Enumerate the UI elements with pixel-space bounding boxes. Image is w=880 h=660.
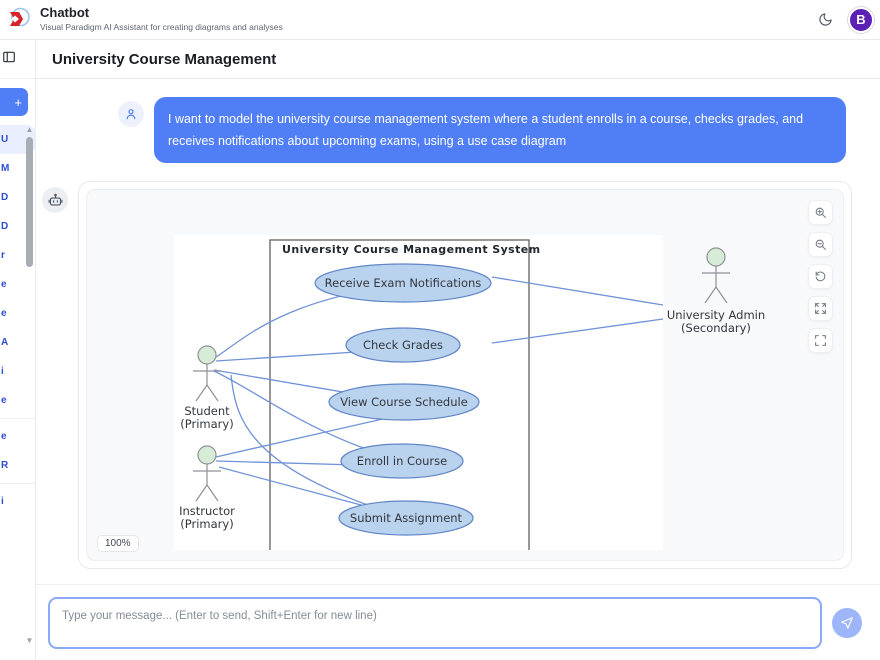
fit-screen-icon[interactable] (808, 296, 833, 321)
actor-university-admin[interactable]: University Admin (Secondary) (630, 235, 820, 365)
use-case-label-uc4: Enroll in Course (357, 454, 447, 468)
message-input[interactable] (48, 596, 822, 649)
sidebar-item-label: e (1, 431, 7, 442)
brand-title: Chatbot (40, 5, 90, 20)
sidebar-divider (0, 418, 35, 419)
use-case-uc4[interactable] (340, 443, 464, 479)
main-panel: University Course Management I want to m… (36, 40, 880, 660)
diagram-canvas[interactable]: University Course Management System (86, 189, 844, 561)
sidebar: + U M D D r e e A i e e R i ▲ ▼ (0, 40, 36, 660)
use-case-label-uc1: Receive Exam Notifications (325, 276, 482, 290)
avatar[interactable]: B (848, 6, 874, 33)
sidebar-item-12[interactable]: i (0, 487, 35, 516)
sidebar-item-10[interactable]: e (0, 422, 35, 451)
diagram-card: University Course Management System (78, 181, 852, 569)
user-message-bubble: I want to model the university course ma… (154, 97, 846, 163)
use-case-uc1[interactable] (314, 263, 492, 303)
actor-instructor[interactable]: Instructor (Primary) (179, 445, 235, 531)
top-bar-actions: B (814, 6, 880, 33)
sidebar-item-9[interactable]: e (0, 386, 35, 415)
sidebar-item-label: D (1, 192, 9, 203)
system-boundary-label: University Course Management System (282, 243, 541, 256)
message-assistant: University Course Management System (36, 163, 880, 569)
sidebar-item-4[interactable]: r (0, 241, 35, 270)
sidebar-scrollbar[interactable]: ▲ ▼ (25, 125, 34, 645)
sidebar-item-label: r (1, 250, 5, 261)
robot-icon (42, 187, 68, 213)
brand-subtitle: Visual Paradigm AI Assistant for creatin… (40, 22, 283, 32)
brand: Chatbot Visual Paradigm AI Assistant for… (0, 6, 283, 33)
fullscreen-icon[interactable] (808, 328, 833, 353)
sidebar-item-3[interactable]: D (0, 212, 35, 241)
sidebar-header (0, 40, 35, 79)
new-chat-button[interactable]: + (0, 88, 28, 116)
use-case-label-uc3: View Course Schedule (340, 395, 468, 409)
sidebar-item-6[interactable]: e (0, 299, 35, 328)
sidebar-item-label: e (1, 395, 7, 406)
sidebar-item-label: R (1, 460, 9, 471)
sidebar-item-label: M (1, 163, 10, 174)
sidebar-item-label: i (1, 496, 4, 507)
use-case-uc3[interactable] (328, 383, 480, 421)
sidebar-item-2[interactable]: D (0, 183, 35, 212)
use-case-uc5[interactable] (338, 500, 474, 536)
scrollbar-thumb[interactable] (26, 137, 33, 267)
use-case-diagram-svg[interactable]: University Course Management System (174, 235, 663, 550)
sidebar-item-label: A (1, 337, 9, 348)
sidebar-item-7[interactable]: A (0, 328, 35, 357)
use-case-shapes: Receive Exam Notifications Check Grades … (314, 263, 492, 536)
sidebar-item-8[interactable]: i (0, 357, 35, 386)
use-case-uc2[interactable] (345, 327, 461, 363)
diagram-controls (808, 200, 833, 353)
sidebar-item-label: e (1, 308, 7, 319)
page-title: University Course Management (52, 50, 277, 68)
chevron-up-icon[interactable]: ▲ (25, 125, 34, 134)
sidebar-item-11[interactable]: R (0, 451, 35, 480)
sidebar-item-label: e (1, 279, 7, 290)
actor-label-admin: University Admin (667, 308, 765, 322)
zoom-in-icon[interactable] (808, 200, 833, 225)
composer (36, 584, 880, 660)
sidebar-item-label: D (1, 221, 9, 232)
user-icon (118, 101, 144, 127)
use-case-label-uc2: Check Grades (363, 338, 443, 352)
moon-icon[interactable] (814, 9, 836, 31)
zoom-out-icon[interactable] (808, 232, 833, 257)
actor-role-admin: (Secondary) (681, 321, 751, 335)
sidebar-item-label: U (1, 134, 9, 145)
panel-toggle-icon[interactable] (2, 50, 16, 68)
zoom-level-badge: 100% (97, 535, 139, 552)
new-chat-label: + (14, 94, 22, 110)
actor-label-instructor: Instructor (179, 504, 235, 518)
top-bar: Chatbot Visual Paradigm AI Assistant for… (0, 0, 880, 40)
send-button[interactable] (832, 607, 862, 638)
chat-messages: I want to model the university course ma… (36, 79, 880, 624)
actor-student[interactable]: Student (Primary) (180, 345, 234, 431)
system-boundary (269, 239, 530, 550)
sidebar-item-5[interactable]: e (0, 270, 35, 299)
sidebar-divider (0, 483, 35, 484)
actor-role-instructor: (Primary) (180, 517, 233, 531)
reset-icon[interactable] (808, 264, 833, 289)
sidebar-item-1[interactable]: M (0, 154, 35, 183)
visual-paradigm-logo-icon (6, 7, 32, 33)
use-case-label-uc5: Submit Assignment (350, 511, 463, 525)
actor-label-student: Student (184, 404, 230, 418)
chevron-down-icon[interactable]: ▼ (25, 636, 34, 645)
sidebar-item-label: i (1, 366, 4, 377)
chat-history-list: U M D D r e e A i e e R i ▲ ▼ (0, 125, 35, 645)
actor-role-student: (Primary) (180, 417, 233, 431)
main-header: University Course Management (36, 40, 880, 79)
message-user: I want to model the university course ma… (36, 97, 880, 163)
